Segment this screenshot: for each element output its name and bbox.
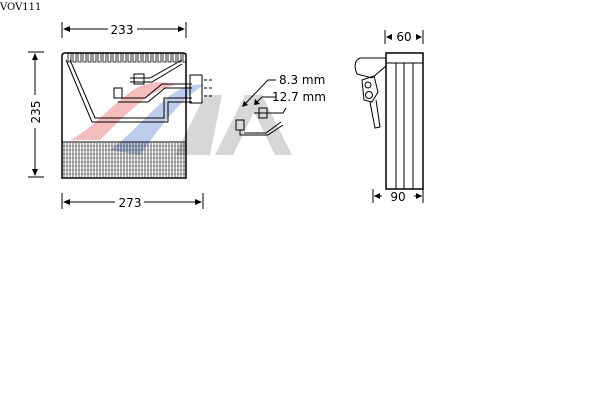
svg-text:233: 233 [111,23,134,37]
dimension-height: 235 [28,51,44,178]
svg-text:8.3 mm: 8.3 mm [279,73,325,87]
svg-text:60: 60 [396,30,411,44]
part-code: VOV111 [0,2,41,13]
svg-text:90: 90 [390,190,405,204]
pipe-size-callouts: 8.3 mm 12.7 mm [235,73,326,136]
evaporator-front-view [61,52,214,179]
evaporator-side-view: 60 90 [354,30,424,204]
svg-text:273: 273 [119,196,142,210]
dimension-bottom-width: 273 [61,193,204,210]
svg-text:235: 235 [29,101,43,124]
dimension-top-width: 233 [61,22,187,38]
svg-text:12.7 mm: 12.7 mm [272,90,326,104]
